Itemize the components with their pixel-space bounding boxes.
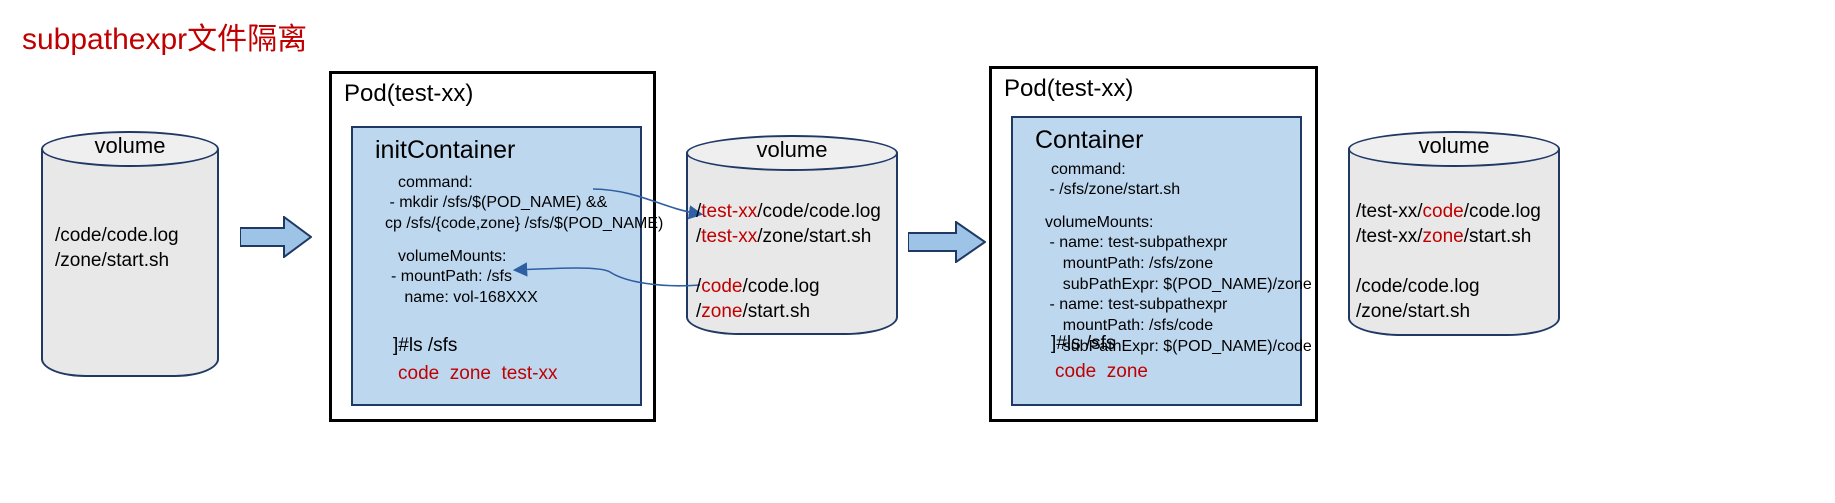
volume-middle-cylinder: volume /test-xx/code/code.log/test-xx/zo…	[686, 135, 898, 335]
init-container-box: initContainer command: - mkdir /sfs/$(PO…	[351, 126, 663, 406]
content-line: /code/code.log	[55, 225, 179, 246]
content-line	[696, 249, 888, 274]
content-line: /test-xx/zone/start.sh	[1356, 226, 1532, 248]
code-line: - /sfs/zone/start.sh	[1045, 181, 1181, 198]
code-line: mountPath: /sfs/zone	[1045, 254, 1214, 272]
main-container-title: Container	[1035, 126, 1144, 154]
volume-middle-caption: volume	[756, 137, 828, 162]
init-volumemounts-lines: - mountPath: /sfs name: vol-168XXX	[391, 267, 538, 309]
content-line	[1356, 249, 1548, 274]
volume-left-cylinder: volume /code/code.log/zone/start.sh	[41, 131, 219, 377]
page-title: subpathexpr文件隔离	[22, 23, 308, 56]
code-line: cp /sfs/{code,zone} /sfs/$(POD_NAME)	[385, 214, 664, 232]
volume-left-contents: /code/code.log/zone/start.sh	[55, 223, 213, 273]
main-container-box: Container command: - /sfs/zone/start.sh …	[1011, 116, 1312, 406]
cylinder-body	[41, 149, 219, 359]
init-command-label: command:	[398, 174, 473, 191]
content-line: /zone/start.sh	[55, 250, 170, 272]
flow-arrow-1	[240, 216, 312, 258]
content-line: /code/code.log	[1356, 276, 1480, 298]
code-line: - mountPath: /sfs	[391, 268, 512, 285]
main-volumemounts-label: volumeMounts:	[1045, 214, 1154, 231]
init-command-lines: - mkdir /sfs/$(POD_NAME) && cp /sfs/{code…	[385, 193, 663, 235]
content-line: /zone/start.sh	[1356, 301, 1471, 323]
pod-init-title: Pod(test-xx)	[344, 80, 474, 107]
code-line: - mkdir /sfs/$(POD_NAME) &&	[385, 194, 608, 211]
volume-middle-contents: /test-xx/code/code.log/test-xx/zone/star…	[696, 199, 888, 324]
pod-main-box: Pod(test-xx) Container command: - /sfs/z…	[989, 66, 1318, 422]
code-line: - name: test-subpathexpr	[1045, 296, 1228, 314]
code-line: mountPath: /sfs/code	[1045, 317, 1214, 335]
main-ls-output: code zone	[1055, 361, 1148, 382]
main-command-lines: - /sfs/zone/start.sh	[1045, 180, 1180, 201]
content-line: /zone/start.sh	[696, 301, 811, 323]
volume-right-caption: volume	[1418, 133, 1490, 158]
pod-main-title: Pod(test-xx)	[1004, 75, 1134, 102]
volume-right-contents: /test-xx/code/code.log/test-xx/zone/star…	[1356, 199, 1548, 324]
init-container-title: initContainer	[375, 136, 516, 164]
init-ls-command: ]#ls /sfs	[393, 335, 458, 356]
main-ls-command: ]#ls /sfs	[1051, 333, 1116, 354]
content-line: /test-xx/code/code.log	[696, 201, 881, 222]
main-command-label: command:	[1051, 161, 1126, 178]
init-ls-output: code zone test-xx	[398, 363, 558, 384]
init-volumemounts-label: volumeMounts:	[398, 248, 507, 265]
cylinder-top-ellipse	[1348, 131, 1560, 167]
code-line: name: vol-168XXX	[391, 288, 538, 306]
code-line: subPathExpr: $(POD_NAME)/code	[1045, 337, 1312, 355]
code-line: subPathExpr: $(POD_NAME)/zone	[1045, 275, 1312, 293]
volume-right-cylinder: volume /test-xx/code/code.log/test-xx/zo…	[1348, 131, 1560, 336]
content-line: /code/code.log	[696, 276, 820, 298]
content-line: /test-xx/code/code.log	[1356, 201, 1541, 222]
volume-left-caption: volume	[94, 133, 166, 158]
cylinder-top-ellipse	[686, 135, 898, 171]
main-volumemounts-lines: - name: test-subpathexpr mountPath: /sfs…	[1045, 233, 1312, 358]
pod-init-box: Pod(test-xx) initContainer command: - mk…	[329, 71, 663, 422]
cylinder-body	[1348, 149, 1560, 318]
content-line: /test-xx/zone/start.sh	[696, 226, 872, 248]
flow-arrow-2	[908, 221, 986, 263]
cylinder-top-ellipse	[41, 131, 219, 167]
cylinder-body	[686, 153, 898, 317]
code-line: - name: test-subpathexpr	[1045, 234, 1228, 251]
